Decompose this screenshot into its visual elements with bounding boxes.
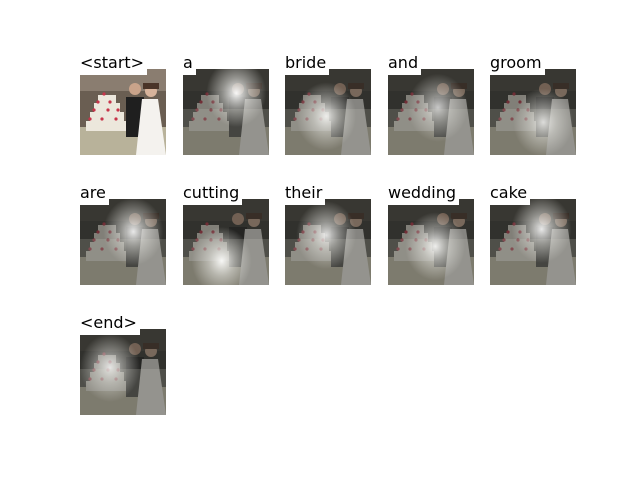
caption-word: wedding (388, 183, 459, 205)
caption-word: <end> (80, 313, 140, 335)
attention-map-image (388, 69, 474, 155)
caption-word: their (285, 183, 326, 205)
attention-map-image (285, 69, 371, 155)
attention-highlight (80, 333, 141, 402)
attention-map-image (388, 199, 474, 285)
attention-frame (183, 69, 269, 155)
source-photo (80, 69, 166, 155)
attention-map-image (80, 329, 166, 415)
attention-frame (80, 329, 166, 415)
attention-map-image (490, 199, 576, 285)
attention-map-image (80, 199, 166, 285)
attention-highlight (191, 226, 252, 285)
caption-word: are (80, 183, 109, 205)
attention-map-image (490, 69, 576, 155)
attention-frame (490, 199, 576, 285)
attention-map-image (285, 199, 371, 285)
caption-word: cutting (183, 183, 243, 205)
attention-highlight (296, 82, 357, 151)
caption-word: a (183, 53, 196, 75)
attention-highlight (103, 199, 164, 266)
attention-map-image (183, 199, 269, 285)
attention-frame (285, 199, 371, 285)
attention-highlight (405, 212, 466, 281)
attention-frame (183, 199, 269, 285)
caption-word: <start> (80, 53, 148, 75)
attention-highlight (206, 69, 267, 128)
caption-word: cake (490, 183, 531, 205)
attention-map-image (183, 69, 269, 155)
attention-frame (388, 199, 474, 285)
caption-word: groom (490, 53, 545, 75)
attention-highlight (296, 201, 357, 270)
attention-frame (80, 199, 166, 285)
attention-frame (80, 69, 166, 155)
caption-word: and (388, 53, 422, 75)
attention-frame (490, 69, 576, 155)
attention-frame (285, 69, 371, 155)
attention-highlight (511, 199, 572, 264)
attention-highlight (513, 88, 574, 155)
caption-word: bride (285, 53, 330, 75)
attention-highlight (407, 73, 468, 142)
attention-frame (388, 69, 474, 155)
